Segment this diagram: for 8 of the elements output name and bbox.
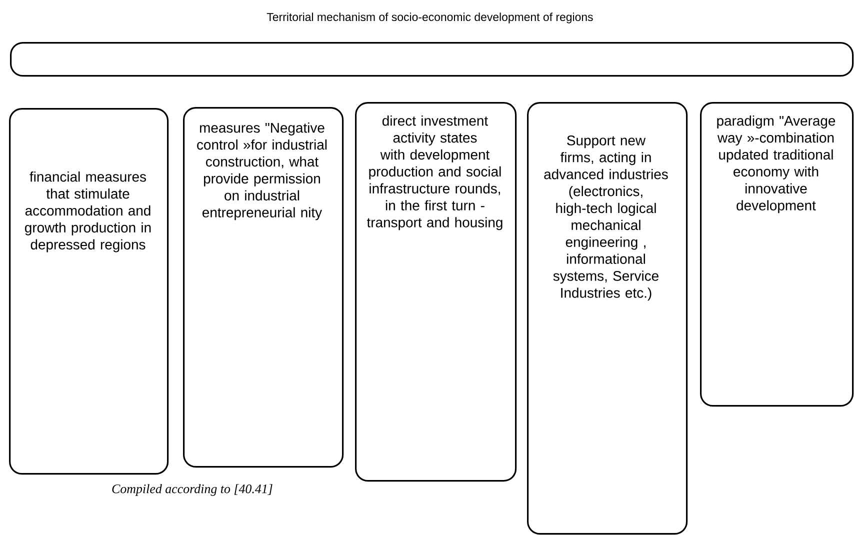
text-box: Support new firms, acting in advanced industries (electronics, high-tech logical mechanical engineering , informational systems, Service Industries etc.) [527,102,688,535]
title: Territorial mechanism of socio-economic development of regions [266,12,593,24]
text-box: measures "Negative control »for industrial construction, what provide permission on industrial entrepreneurial nity [183,106,344,468]
caption: Compiled according to [40.41] [112,484,272,496]
text-box: paradigm "Average way »-combination updated traditional economy with innovative development [700,102,854,407]
text-box: financial measures that stimulate accommodation and growth production in depressed regions [9,108,169,475]
empty-box [10,42,854,77]
text-box: direct investment activity states with development production and social infrastructure rounds, in the first turn - transport and housing [355,102,517,482]
